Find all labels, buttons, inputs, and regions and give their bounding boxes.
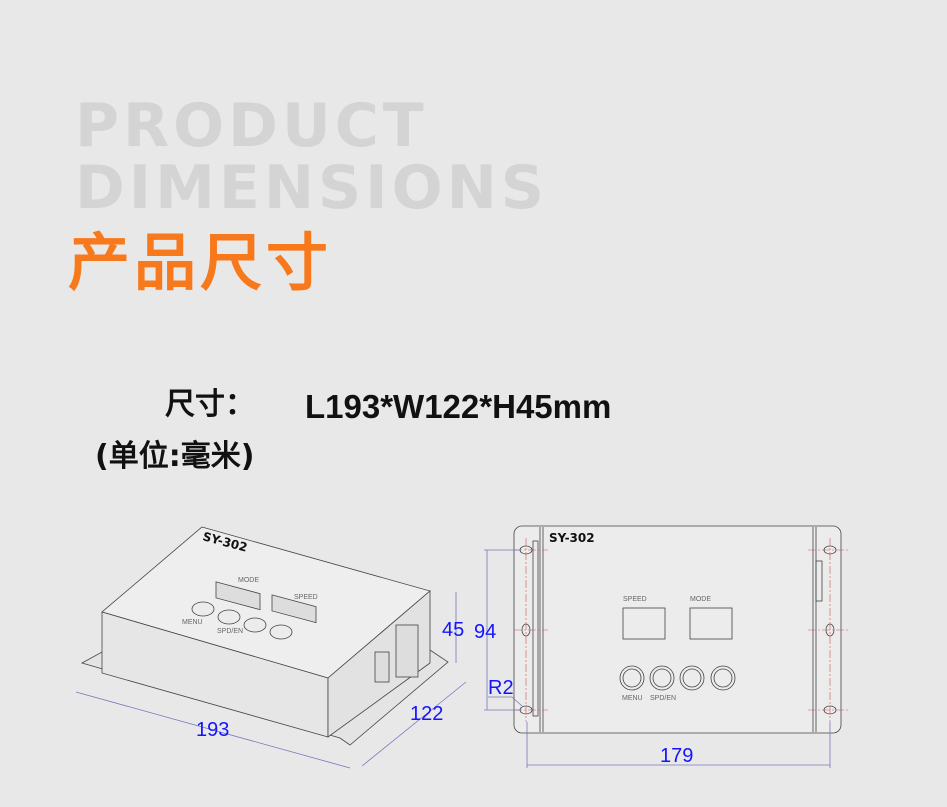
dim-radius: R2 — [488, 677, 514, 699]
display-speed — [271, 594, 317, 624]
centerlines — [514, 538, 850, 722]
iso-speed-label: SPEED — [294, 594, 318, 601]
top-menu-label: MENU — [622, 695, 643, 702]
button-menu — [191, 601, 215, 617]
button-spd — [649, 665, 675, 691]
iso-spd-label: SPD/EN — [217, 628, 243, 635]
display-speed — [622, 607, 666, 640]
button-left — [679, 665, 705, 691]
top-dimension-lines — [484, 549, 831, 768]
dim-height: 45 — [442, 619, 464, 641]
button-spd — [217, 609, 241, 625]
power-switch — [374, 651, 390, 683]
button-menu — [619, 665, 645, 691]
display-mode — [689, 607, 733, 640]
dim-width: 122 — [410, 703, 443, 725]
top-view — [513, 525, 842, 734]
dim-length: 193 — [196, 719, 229, 741]
ghost-heading-line1: PRODUCT — [75, 91, 428, 161]
power-socket — [395, 624, 419, 678]
iso-mode-label: MODE — [238, 577, 259, 584]
top-model-label: SY-302 — [549, 531, 595, 545]
iso-dimension-lines — [75, 592, 467, 769]
spec-value: L193*W122*H45mm — [305, 388, 612, 425]
unit-note: (单位:毫米) — [95, 439, 255, 474]
page-title: 产品尺寸 — [68, 226, 333, 299]
button-right — [269, 624, 293, 640]
display-mode — [215, 581, 261, 611]
top-spd-label: SPD/EN — [650, 695, 676, 702]
iso-menu-label: MENU — [182, 619, 203, 626]
ghost-heading-line2: DIMENSIONS — [75, 153, 549, 223]
dim-mount-spacing: 179 — [660, 745, 693, 767]
isometric-view — [80, 526, 449, 746]
top-speed-label: SPEED — [623, 596, 647, 603]
button-left — [243, 617, 267, 633]
dim-hole-spacing: 94 — [474, 621, 496, 643]
top-mode-label: MODE — [690, 596, 711, 603]
spec-label: 尺寸： — [165, 387, 255, 422]
button-right — [710, 665, 736, 691]
